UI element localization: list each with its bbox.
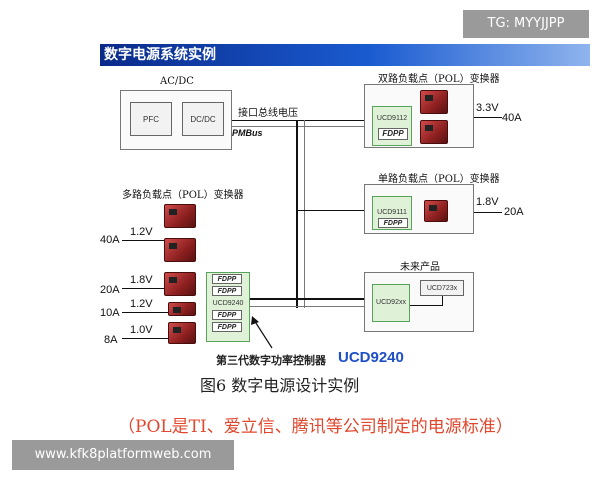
rail-2-voltage: 1.8V xyxy=(130,274,153,286)
title-bar xyxy=(100,44,590,66)
controller-pointer-arrow xyxy=(251,316,273,349)
rail-1-line xyxy=(122,240,164,241)
single-pol-current: 20A xyxy=(504,206,524,218)
pmbus-label: PMBus xyxy=(232,128,263,138)
future-link-line-v xyxy=(442,296,443,306)
bus-voltage-label: 接口总线电压 xyxy=(238,108,298,119)
multi-pol-chip-5 xyxy=(168,322,196,344)
rail-2-line xyxy=(122,288,164,289)
rail-4-current: 8A xyxy=(104,334,118,346)
watermark-top: TG: MYYJJPP xyxy=(463,10,589,38)
multi-pol-fdpp-2: FDPP xyxy=(212,286,242,296)
dual-pol-current: 40A xyxy=(502,112,522,124)
watermark-bottom: www.kfk8platformweb.com xyxy=(12,440,234,470)
future-controller-label: UCD92xx xyxy=(376,298,406,306)
single-pol-chip xyxy=(424,200,448,222)
pfc-block: PFC xyxy=(130,102,172,136)
dual-pol-voltage: 3.3V xyxy=(476,102,499,114)
bus-line-future xyxy=(250,298,364,300)
controller-caption-prefix: 第三代数字功率控制器 xyxy=(216,355,326,367)
single-pol-fdpp: FDPP xyxy=(378,218,408,228)
dual-pol-chip-2 xyxy=(420,120,448,144)
pol-standard-note: （POL是TI、爱立信、腾讯等公司制定的电源标准） xyxy=(118,417,513,437)
bus-line-future-2 xyxy=(250,306,364,307)
multi-pol-label: 多路负载点（POL）变换器 xyxy=(122,190,244,201)
rail-3-line xyxy=(122,312,168,313)
multi-pol-fdpp-1: FDPP xyxy=(212,274,242,284)
single-pol-voltage: 1.8V xyxy=(476,196,499,208)
single-pol-output-line xyxy=(474,212,502,213)
controller-caption-name: UCD9240 xyxy=(338,349,404,366)
bus-line-horizontal-top xyxy=(232,120,364,121)
rail-3-current: 10A xyxy=(100,307,120,319)
rail-4-line xyxy=(122,338,168,339)
acdc-label: AC/DC xyxy=(160,76,194,87)
future-controller xyxy=(372,284,410,322)
single-pol-controller-label: UCD9111 xyxy=(377,208,407,216)
dcdc-block: DC/DC xyxy=(182,102,224,136)
page-title: 数字电源系统实例 xyxy=(104,47,216,63)
dual-pol-output-line xyxy=(474,117,502,118)
future-label: 未来产品 xyxy=(400,262,440,273)
multi-pol-fdpp-3: FDPP xyxy=(212,310,242,320)
multi-pol-chip-3 xyxy=(164,272,196,296)
rail-3-voltage: 1.2V xyxy=(130,298,153,310)
multi-pol-chip-4 xyxy=(168,302,196,316)
bus-line-vertical-1 xyxy=(296,120,298,308)
bus-line-single xyxy=(296,210,364,211)
multi-pol-fdpp-4: FDPP xyxy=(212,322,242,332)
figure-caption: 图6 数字电源设计实例 xyxy=(200,376,360,395)
rail-2-current: 20A xyxy=(100,284,120,296)
rail-1-voltage: 1.2V xyxy=(130,226,153,238)
dual-pol-fdpp: FDPP xyxy=(378,128,408,140)
rail-1-current: 40A xyxy=(100,234,120,246)
multi-pol-controller-label: UCD9240 xyxy=(212,299,244,307)
bus-line-horizontal-top-2 xyxy=(232,126,364,127)
bus-line-vertical-2 xyxy=(304,120,305,308)
dual-pol-chip-1 xyxy=(420,90,448,114)
future-link-line-h xyxy=(410,305,442,306)
multi-pol-chip-1 xyxy=(164,204,196,228)
dual-pol-controller-label: UCD9112 xyxy=(376,114,408,122)
multi-pol-chip-2 xyxy=(164,238,196,262)
single-pol-label: 单路负载点（POL）变换器 xyxy=(378,174,500,185)
rail-4-voltage: 1.0V xyxy=(130,324,153,336)
future-sub-block: UCD723x xyxy=(420,280,464,296)
dual-pol-label: 双路负载点（POL）变换器 xyxy=(378,74,500,85)
